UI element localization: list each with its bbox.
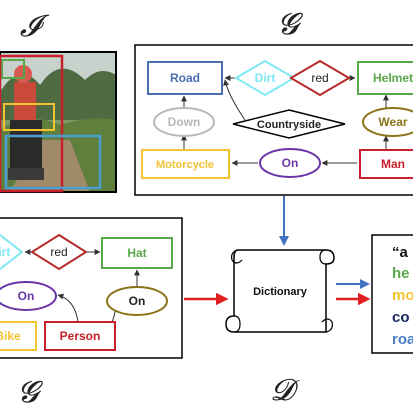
node-road-label: Road <box>170 71 200 85</box>
output-line-3: mo <box>392 287 413 304</box>
node-motorcycle-label: Motorcycle <box>156 159 214 171</box>
node-hat-label: Hat <box>127 246 146 260</box>
node-red-label: red <box>311 71 328 85</box>
output-line-4: co <box>392 309 410 326</box>
dictionary-symbol: 𝓓 <box>270 373 299 408</box>
node-helmet-label: Helmet <box>373 71 413 85</box>
dictionary-label: Dictionary <box>253 286 308 298</box>
node-on-label: On <box>282 156 299 170</box>
graph-symbol-top: 𝓖 <box>277 7 303 42</box>
node-on-left-label: On <box>18 289 35 303</box>
node-dirt-label: Dirt <box>255 71 276 85</box>
input-photo <box>0 52 116 192</box>
output-line-5: roa <box>392 331 413 348</box>
node-down-label: Down <box>168 115 201 129</box>
node-person-label: Person <box>60 329 101 343</box>
node-man-label: Man <box>381 157 405 171</box>
node-bike-label: Bike <box>0 329 21 343</box>
node-countryside-label: Countryside <box>257 119 321 131</box>
graph-symbol-bottom: 𝓖 <box>17 375 43 410</box>
output-line-1: “a <box>392 244 409 261</box>
top-graph: Road Dirt red Helmet Down Countryside We… <box>142 61 413 178</box>
node-dirt-b-label: Dirt <box>0 245 10 259</box>
image-symbol: 𝓘 <box>20 9 50 44</box>
node-red-b-label: red <box>50 245 67 259</box>
node-wear-label: Wear <box>378 115 407 129</box>
output-line-2: he <box>392 265 410 282</box>
node-on-right-label: On <box>129 294 146 308</box>
